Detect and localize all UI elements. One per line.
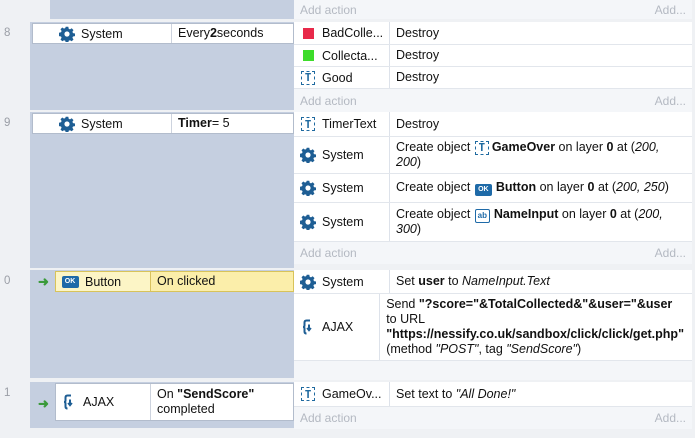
add-action-link[interactable]: Add action [300,2,357,17]
condition-object-name: System [81,116,123,131]
action-row[interactable]: BadColle... Destroy [294,22,692,45]
action-text[interactable]: Destroy [396,70,440,84]
action-text[interactable]: Destroy [396,48,440,62]
gear-icon [300,214,316,230]
add-link[interactable]: Add... [654,2,686,17]
add-action-row[interactable]: Add action Add... [294,407,692,429]
condition-text[interactable]: On clicked [150,272,293,291]
gear-icon [300,180,316,196]
previous-event-block [50,0,294,19]
action-object[interactable]: System [294,137,390,173]
ajax-icon [61,394,77,410]
action-row[interactable]: System Set user to NameInput.Text [294,270,692,294]
gear-icon [59,116,75,132]
action-text[interactable]: Destroy [396,25,440,40]
action-object[interactable]: AJAX [294,294,381,360]
textinput-object-icon: ab [474,208,490,223]
gear-icon [300,274,316,290]
trigger-arrow-icon: ➜ [38,396,49,411]
add-action-link[interactable]: Add action [300,246,357,260]
condition-row[interactable]: AJAX On "SendScore"completed [55,383,294,421]
add-action-link[interactable]: Add action [300,411,357,425]
condition-object[interactable]: System [33,114,171,133]
condition-row[interactable]: System Timer = 5 [32,113,294,134]
ajax-icon [300,319,316,335]
trigger-arrow-icon: ➜ [38,274,49,289]
event-number: 9 [4,117,11,129]
condition-text[interactable]: Timer = 5 [171,114,293,133]
event-number: 1 [4,387,11,399]
button-object-icon: OK [61,275,79,288]
text-object-icon: T [301,70,315,85]
condition-row-selected[interactable]: OK Button On clicked [55,271,294,292]
condition-row[interactable]: System Every 2 seconds [32,23,294,44]
button-object-icon: OK [474,183,492,196]
text-object-icon: T [301,117,315,131]
action-object[interactable]: Collecta... [294,45,390,66]
action-row[interactable]: Collecta... Destroy [294,45,692,67]
action-text[interactable]: Set user to NameInput.Text [396,274,550,288]
event-number: 0 [4,275,11,287]
condition-object[interactable]: OK Button [56,272,150,291]
gear-icon [59,26,75,42]
add-link[interactable]: Add... [654,246,686,260]
event-number: 8 [4,27,11,39]
action-object[interactable]: System [294,174,390,202]
condition-object-name: Button [85,274,122,289]
condition-object-name: System [81,26,123,41]
action-text[interactable]: Destroy [396,116,440,131]
action-object[interactable]: System [294,270,390,293]
add-link[interactable]: Add... [654,411,686,425]
action-object[interactable]: BadColle... [294,22,390,44]
add-action-link[interactable]: Add action [300,94,357,108]
condition-text[interactable]: Every 2 seconds [171,24,293,43]
text-object-icon: T [474,140,489,155]
add-action-row[interactable]: Add action Add... [294,0,692,19]
add-action-row[interactable]: Add action [294,361,692,380]
action-object[interactable]: System [294,203,390,241]
condition-object[interactable]: System [33,24,171,43]
red-square-icon [302,27,314,39]
text-object-icon: T [301,387,315,401]
condition-text[interactable]: On "SendScore"completed [150,384,293,420]
green-square-icon [302,50,314,61]
add-action-row[interactable]: Add action Add... [294,89,692,113]
action-row[interactable]: AJAX Send "?score="&TotalCollected&"&use… [294,294,692,361]
add-action-row[interactable]: Add action Add... [294,242,692,264]
event-block[interactable] [30,112,294,268]
action-text[interactable]: Send "?score="&TotalCollected&"&user="&u… [386,297,684,356]
condition-object[interactable]: AJAX [56,384,150,420]
gear-icon [300,147,316,163]
action-text[interactable]: Set text to "All Done!" [396,386,516,401]
add-link[interactable]: Add... [654,94,686,108]
condition-object-name: AJAX [83,395,115,409]
